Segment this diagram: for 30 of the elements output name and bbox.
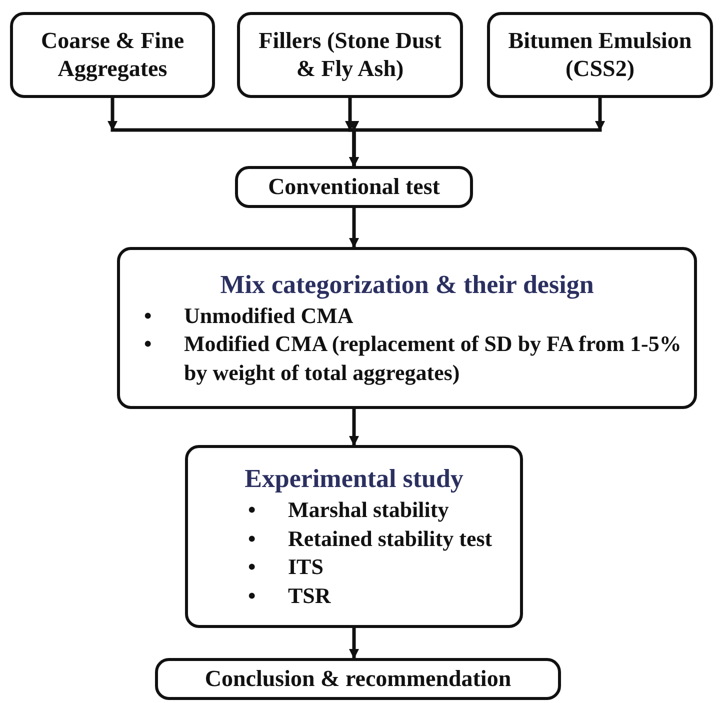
bullet: • <box>144 302 153 330</box>
process-box <box>235 166 473 208</box>
bullet: • <box>248 524 257 552</box>
arrow <box>349 409 359 446</box>
list-item: Retained stability test <box>288 524 492 553</box>
box-label: Conventional test <box>267 173 441 201</box>
list-item: Unmodified CMA <box>184 302 354 330</box>
box-label: Bitumen Emulsion (CSS2) <box>507 27 693 83</box>
list-item: ITS <box>288 553 324 582</box>
process-box <box>185 445 523 628</box>
box-heading: Experimental study <box>244 462 464 494</box>
list-item: Marshal stability <box>288 496 449 524</box>
box-label: Coarse & Fine Aggregates <box>40 27 186 83</box>
bullet: • <box>248 582 257 610</box>
arrow <box>349 208 359 248</box>
bullet: • <box>248 553 257 582</box>
process-box <box>155 658 561 700</box>
process-box <box>117 247 697 409</box>
list-item: Modified CMA (replacement of SD by FA from 1-5% by weight of total aggregates) <box>184 330 682 387</box>
box-label: Fillers (Stone Dust & Fly Ash) <box>258 27 442 83</box>
bullet: • <box>144 330 153 358</box>
arrow <box>349 628 359 659</box>
process-box <box>10 12 215 98</box>
box-heading: Mix categorization & their design <box>220 268 594 300</box>
process-box <box>487 12 713 98</box>
process-box <box>237 12 463 98</box>
arrow <box>349 98 605 166</box>
box-label: Conclusion & recommendation <box>204 665 512 693</box>
bullet: • <box>248 496 257 524</box>
list-item: TSR <box>288 582 331 610</box>
